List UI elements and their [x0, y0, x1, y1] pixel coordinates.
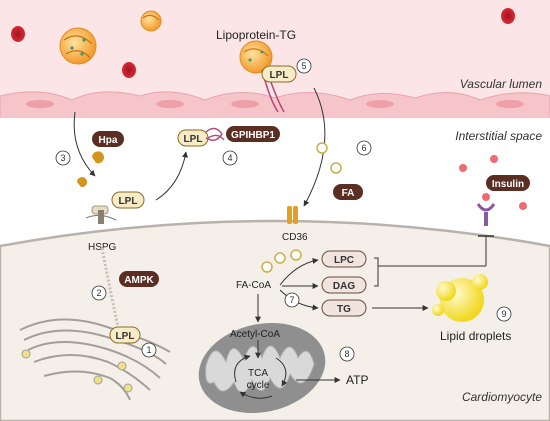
step-3-number: 3: [60, 153, 65, 163]
arrow-hpa-release: [73, 111, 96, 177]
step-3-badge: [55, 150, 71, 166]
lipid-droplet: [472, 274, 488, 290]
lpc-pill: [321, 250, 367, 268]
lipoprotein-particle: [140, 10, 162, 32]
lipid-droplets-label: Lipid droplets: [440, 329, 511, 343]
lpl-hspg-pill: [111, 191, 145, 209]
ampk-connector: [100, 247, 122, 337]
er-vesicle: [123, 383, 133, 393]
region-label-vascular-lumen: Vascular lumen: [460, 77, 543, 91]
fa-coa-label: FA-CoA: [236, 280, 271, 291]
red-blood-cell: [501, 8, 515, 24]
lipid-droplets: [432, 274, 488, 322]
tg-label: TG: [337, 304, 351, 315]
red-blood-cells: [11, 8, 515, 78]
tca-cycle-line1: TCA: [248, 368, 268, 379]
fa-molecule: [290, 249, 302, 261]
lipoprotein-particle: [239, 40, 273, 74]
gpihbp1-label: GPIHBP1: [231, 130, 275, 141]
step-2-badge: [91, 285, 107, 301]
lipoprotein-particles: [59, 10, 273, 74]
er-vesicle: [117, 361, 127, 371]
lpl-hspg-label: LPL: [119, 196, 138, 207]
hpa-enzyme-icon: [92, 151, 104, 164]
lpl-er-pill: [109, 326, 141, 344]
lipoprotein-tg-label: Lipoprotein-TG: [216, 28, 296, 42]
red-blood-cell: [11, 26, 25, 42]
dag-pill: [321, 276, 367, 294]
step-4-number: 4: [227, 153, 232, 163]
ampk-label: AMPK: [124, 275, 154, 286]
tca-cycle-line2: cycle: [247, 380, 270, 391]
insulin-molecule: [482, 193, 490, 201]
lipid-droplet: [436, 281, 456, 301]
step-9-number: 9: [501, 309, 506, 319]
hpa-enzyme-icon: [77, 177, 87, 188]
step-5-number: 5: [301, 61, 306, 71]
step-2-number: 2: [96, 288, 101, 298]
step-9-badge: [496, 306, 512, 322]
gpihbp1-pill: [226, 126, 280, 142]
step-8-number: 8: [344, 349, 349, 359]
lipoprotein-particle: [59, 27, 97, 65]
step-4-badge: [222, 150, 238, 166]
step-1-badge: [141, 342, 157, 358]
lpl-lumen-label: LPL: [270, 70, 289, 81]
arrow-facoa-lpc: [279, 258, 319, 286]
step-7-number: 7: [289, 295, 294, 305]
fa-molecule: [274, 252, 286, 264]
fa-molecule: [330, 162, 342, 174]
step-7-badge: [284, 292, 300, 308]
ampk-pill: [119, 271, 159, 287]
tca-cycle: [234, 354, 288, 399]
cd36-label: CD36: [282, 232, 308, 243]
er-vesicle: [93, 375, 103, 385]
region-label-cardiomyocyte: Cardiomyocyte: [462, 390, 542, 404]
hspg-complex: [85, 205, 117, 224]
arrow-lpl-transcytosis: [155, 151, 188, 201]
lpl-lumen-pill: [261, 65, 297, 83]
insulin-molecule: [459, 164, 467, 172]
lpl-gpihbp1-label: LPL: [184, 134, 203, 145]
step-5-badge: [296, 58, 312, 74]
atp-label: ATP: [346, 373, 368, 387]
dag-label: DAG: [333, 281, 355, 292]
hpa-pill: [92, 131, 124, 147]
hspg-label: HSPG: [88, 242, 117, 253]
endothelium-layer: [0, 91, 550, 119]
fa-molecule: [316, 142, 328, 154]
region-label-interstitial-space: Interstitial space: [455, 129, 542, 143]
lipid-droplet: [432, 304, 444, 316]
lpl-er-label: LPL: [116, 331, 135, 342]
red-blood-cell: [122, 62, 136, 78]
cd36-transporter: [287, 206, 298, 224]
lpc-label: LPC: [334, 255, 354, 266]
tg-pill: [321, 299, 367, 317]
step-6-badge: [356, 140, 372, 156]
fa-pill: [333, 184, 363, 200]
er-vesicle: [21, 349, 31, 359]
insulin-label: Insulin: [492, 179, 524, 190]
step-6-number: 6: [361, 143, 366, 153]
insulin-molecule: [490, 155, 498, 163]
insulin-receptor: [476, 203, 496, 226]
hpa-label: Hpa: [99, 135, 118, 146]
insulin-molecule: [519, 202, 527, 210]
acetyl-coa-label: Acetyl-CoA: [230, 329, 280, 340]
step-1-number: 1: [146, 345, 151, 355]
fa-molecule: [261, 261, 273, 273]
step-8-badge: [339, 346, 355, 362]
insulin-pill: [486, 175, 530, 191]
fa-label: FA: [342, 188, 355, 199]
